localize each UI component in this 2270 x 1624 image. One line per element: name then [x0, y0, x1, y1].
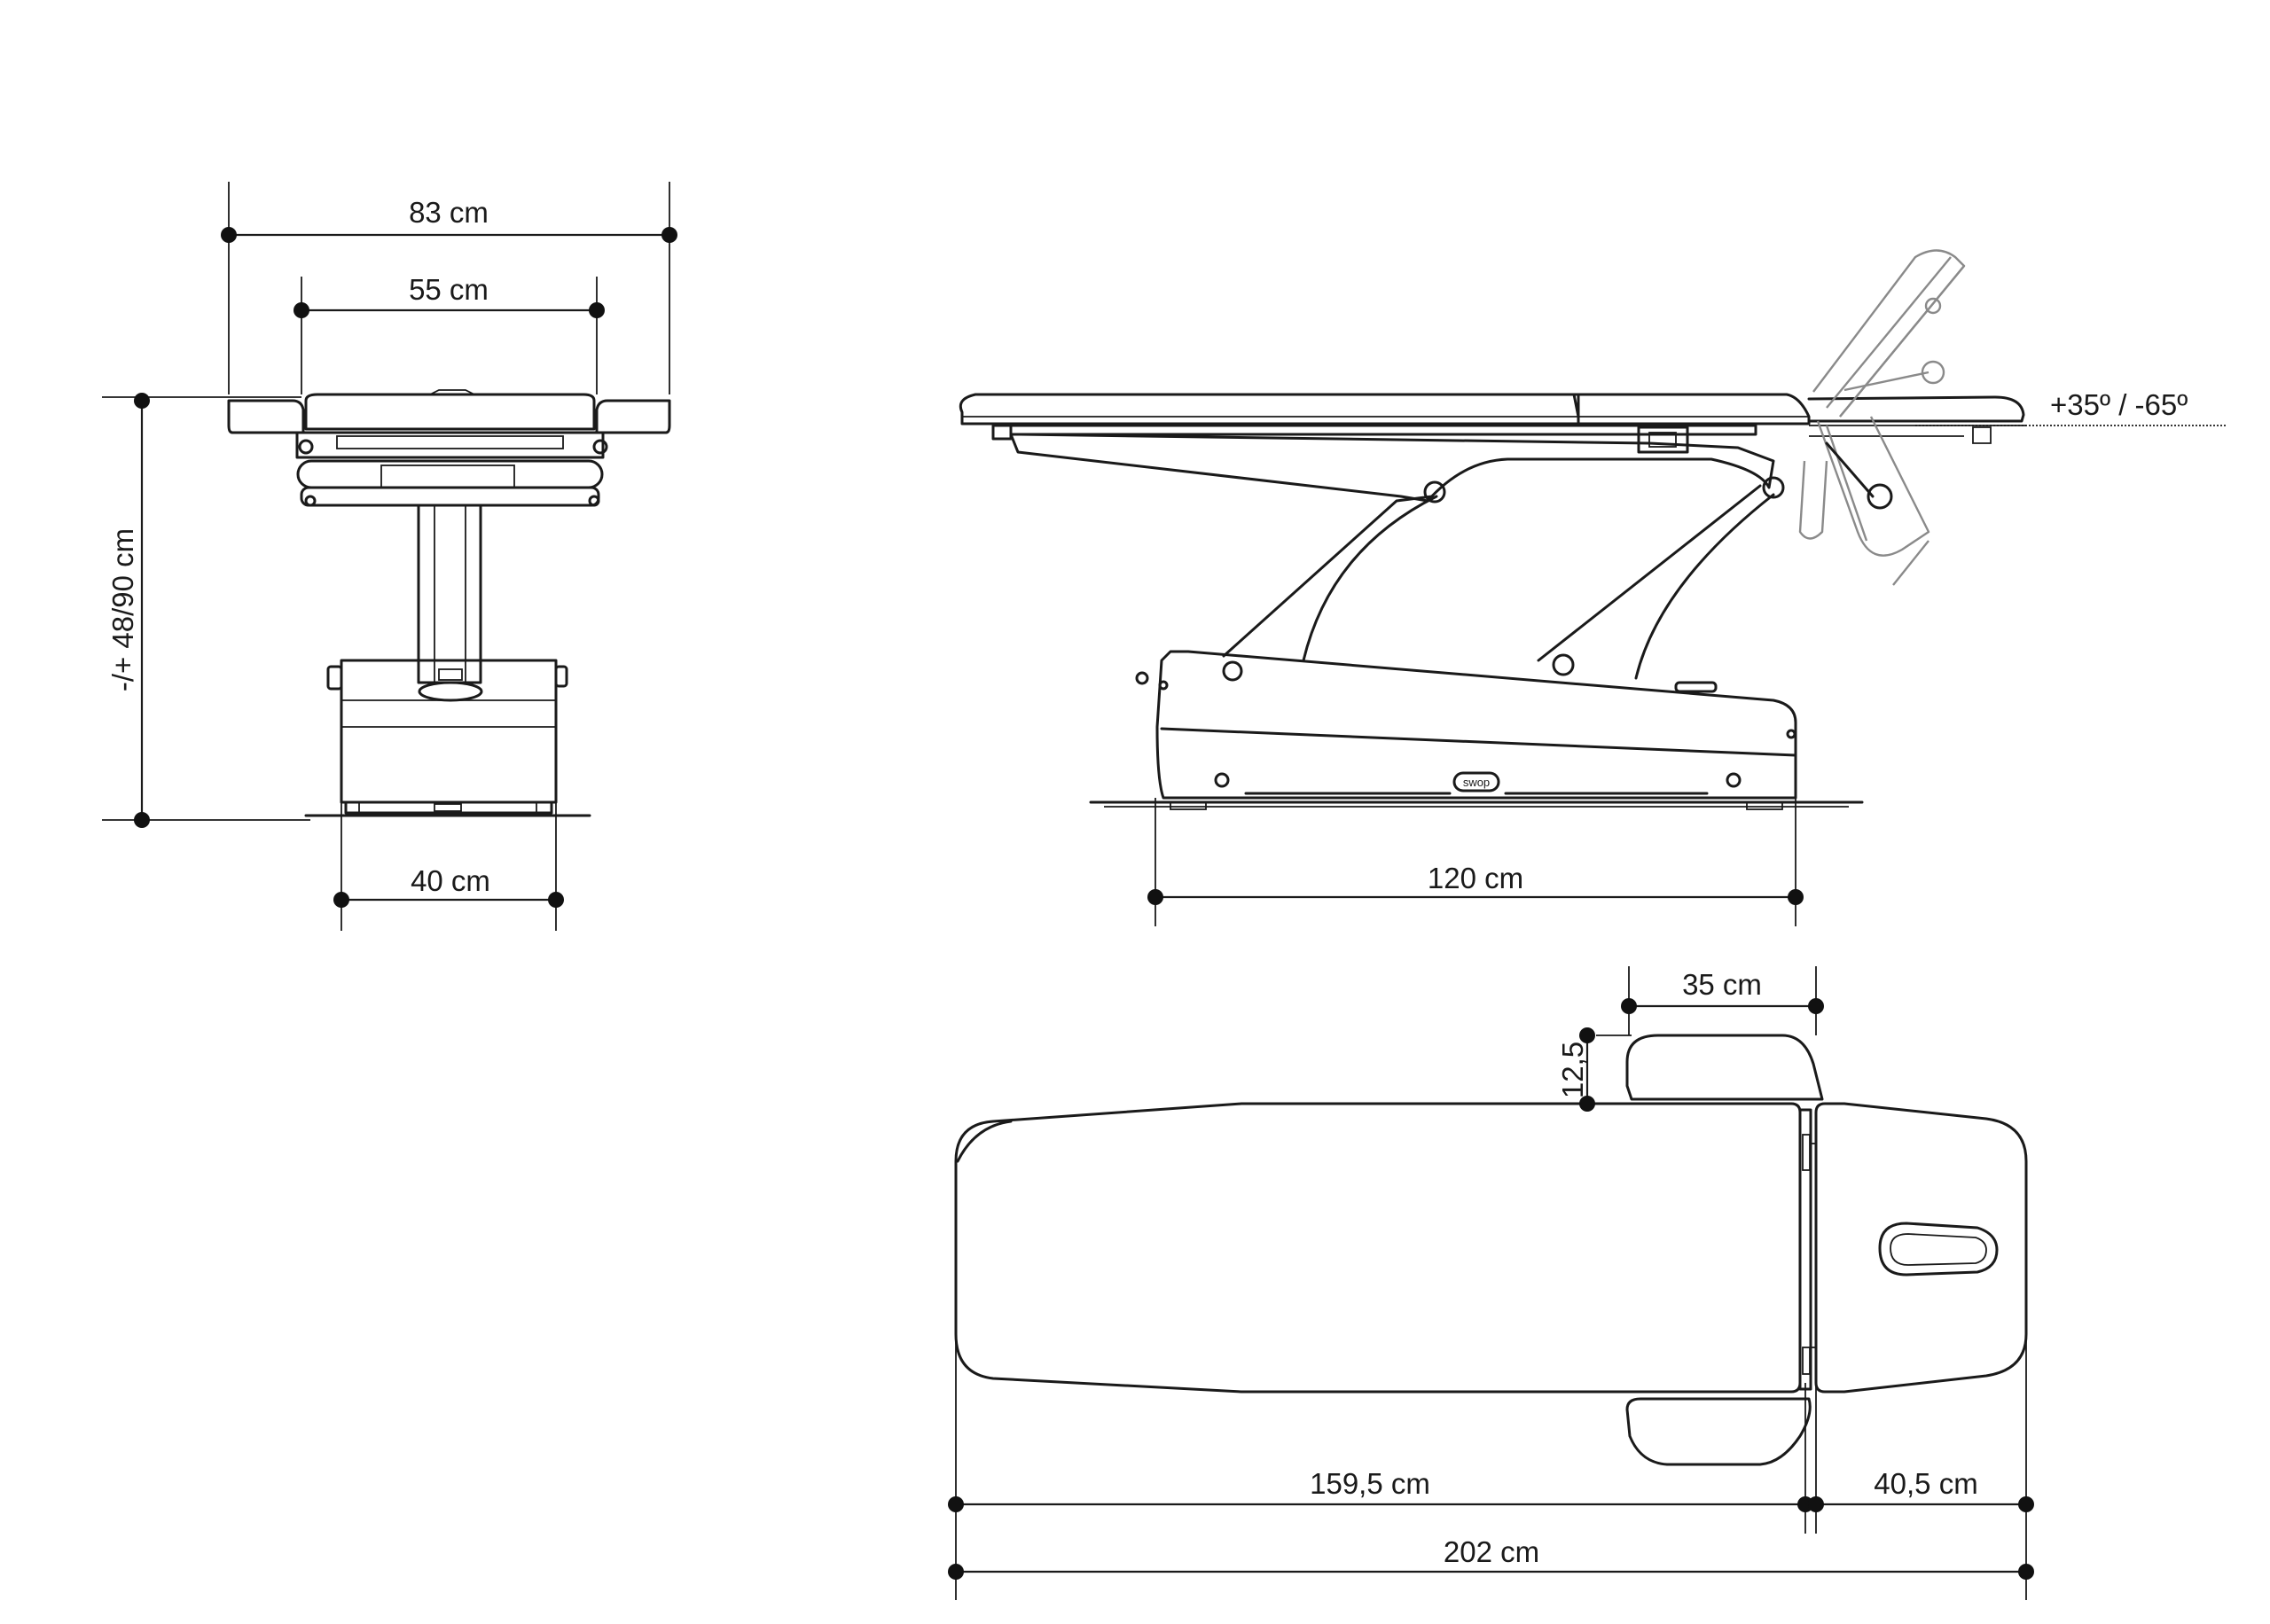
label-angle: +35º / -65º	[2050, 388, 2188, 421]
label-202cm: 202 cm	[1444, 1535, 1539, 1568]
label-55cm: 55 cm	[409, 273, 489, 306]
dim-120cm: 120 cm	[1147, 798, 1804, 926]
side-view: swop	[959, 249, 2226, 810]
label-35cm: 35 cm	[1682, 968, 1762, 1001]
label-40cm: 40 cm	[411, 864, 490, 897]
label-83cm: 83 cm	[409, 196, 489, 229]
dim-40cm: 40 cm	[333, 864, 564, 908]
dim-40-5cm: 40,5 cm	[1808, 1467, 2034, 1512]
label-12-5: 12,5	[1556, 1042, 1589, 1098]
dim-35cm: 35 cm	[1621, 966, 1824, 1035]
label-120cm: 120 cm	[1428, 862, 1523, 894]
label-40-5cm: 40,5 cm	[1874, 1467, 1977, 1500]
dim-202cm: 202 cm	[948, 1535, 2034, 1580]
brand-label: swop	[1463, 776, 1490, 789]
front-view	[102, 182, 671, 931]
dim-159-5cm: 159,5 cm	[948, 1334, 2027, 1600]
label-height: -/+ 48/90 cm	[106, 528, 139, 691]
dim-12-5: 12,5	[1556, 1027, 1632, 1112]
top-view	[954, 1034, 2028, 1466]
label-159-5cm: 159,5 cm	[1310, 1467, 1430, 1500]
dim-height: -/+ 48/90 cm	[106, 393, 150, 828]
dim-55cm: 55 cm	[294, 273, 605, 318]
dim-83cm: 83 cm	[221, 196, 677, 243]
